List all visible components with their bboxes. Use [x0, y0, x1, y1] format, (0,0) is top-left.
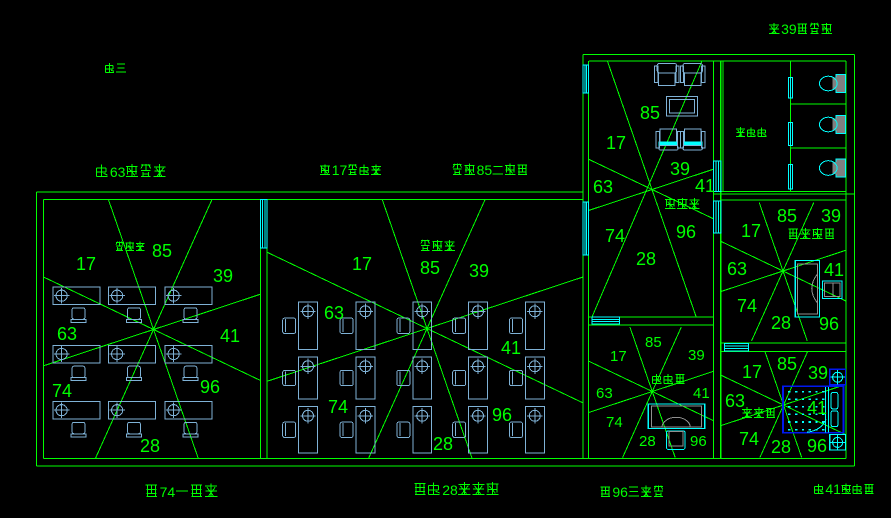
- svg-text:17: 17: [610, 348, 627, 365]
- svg-text:28: 28: [433, 434, 453, 454]
- svg-text:41: 41: [501, 338, 521, 358]
- svg-text:28: 28: [771, 313, 791, 333]
- svg-text:39: 39: [213, 266, 233, 286]
- svg-text:85: 85: [420, 258, 440, 278]
- svg-text:96: 96: [690, 433, 707, 450]
- svg-text:63: 63: [110, 164, 126, 180]
- svg-text:63: 63: [725, 391, 745, 411]
- svg-text:28: 28: [639, 433, 656, 450]
- svg-text:17: 17: [352, 254, 372, 274]
- svg-text:85: 85: [640, 103, 660, 123]
- svg-text:39: 39: [688, 347, 705, 364]
- svg-text:85: 85: [152, 241, 172, 261]
- svg-text:96: 96: [807, 436, 827, 456]
- svg-text:74: 74: [52, 381, 72, 401]
- svg-text:39: 39: [469, 261, 489, 281]
- svg-text:63: 63: [57, 324, 77, 344]
- svg-text:39: 39: [821, 206, 841, 226]
- svg-text:28: 28: [140, 436, 160, 456]
- svg-text:28: 28: [442, 482, 458, 498]
- svg-text:17: 17: [741, 221, 761, 241]
- svg-text:63: 63: [596, 385, 613, 402]
- svg-text:28: 28: [636, 249, 656, 269]
- svg-text:74: 74: [160, 484, 176, 500]
- svg-text:96: 96: [492, 405, 512, 425]
- svg-text:63: 63: [727, 259, 747, 279]
- svg-text:41: 41: [807, 398, 827, 418]
- svg-text:41: 41: [220, 326, 240, 346]
- svg-text:74: 74: [605, 226, 625, 246]
- svg-text:39: 39: [670, 159, 690, 179]
- svg-text:74: 74: [739, 429, 759, 449]
- svg-text:96: 96: [819, 314, 839, 334]
- svg-text:63: 63: [593, 177, 613, 197]
- svg-text:39: 39: [781, 21, 797, 37]
- svg-text:17: 17: [606, 133, 626, 153]
- svg-text:17: 17: [332, 162, 348, 178]
- svg-text:85: 85: [645, 334, 662, 351]
- svg-text:28: 28: [771, 437, 791, 457]
- svg-text:63: 63: [324, 303, 344, 323]
- svg-text:41: 41: [693, 385, 710, 402]
- svg-text:85: 85: [477, 162, 493, 178]
- svg-text:74: 74: [328, 397, 348, 417]
- svg-text:85: 85: [777, 206, 797, 226]
- svg-text:39: 39: [808, 363, 828, 383]
- svg-text:41: 41: [824, 260, 844, 280]
- svg-text:74: 74: [606, 414, 623, 431]
- svg-text:85: 85: [777, 354, 797, 374]
- svg-text:96: 96: [200, 377, 220, 397]
- svg-text:17: 17: [76, 254, 96, 274]
- svg-text:17: 17: [742, 362, 762, 382]
- svg-text:41: 41: [825, 481, 841, 497]
- svg-text:74: 74: [737, 296, 757, 316]
- svg-text:41: 41: [695, 176, 715, 196]
- svg-text:96: 96: [612, 484, 628, 500]
- svg-text:96: 96: [676, 222, 696, 242]
